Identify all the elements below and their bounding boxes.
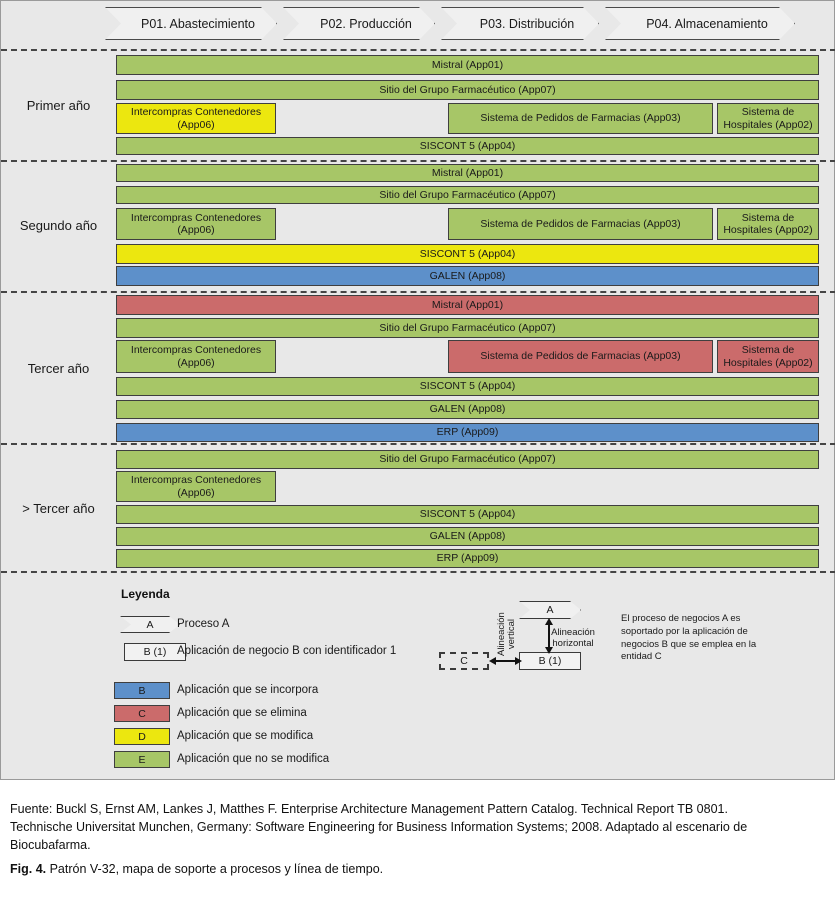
application-bar[interactable]: Sistema de Hospitales (App02) xyxy=(717,103,819,134)
application-bar[interactable]: Sistema de Pedidos de Farmacias (App03) xyxy=(448,340,713,373)
figure-caption: Fig. 4. Patrón V-32, mapa de soporte a p… xyxy=(10,862,383,876)
application-bar[interactable]: Intercompras Contenedores (App06) xyxy=(116,340,276,373)
process-chevron-1[interactable]: P01. Abastecimiento xyxy=(105,7,277,40)
application-bar[interactable]: Sistema de Pedidos de Farmacias (App03) xyxy=(448,208,713,240)
source-text: Fuente: Buckl S, Ernst AM, Lankes J, Mat… xyxy=(10,802,748,853)
legend-label-e: Aplicación que no se modifica xyxy=(177,753,330,765)
application-bar[interactable]: Sitio del Grupo Farmacéutico (App07) xyxy=(116,80,819,100)
process-chevron-2[interactable]: P02. Producción xyxy=(283,7,435,40)
application-bar[interactable]: ERP (App09) xyxy=(116,423,819,442)
process-chevron-4[interactable]: P04. Almacenamiento xyxy=(605,7,795,40)
legend-swatch-e: E xyxy=(114,751,170,768)
legend-horizontal-arrow-icon xyxy=(489,657,522,665)
legend-diagram-application: B (1) xyxy=(519,652,581,670)
application-bar[interactable]: SISCONT 5 (App04) xyxy=(116,137,819,155)
legend-process-label: Proceso A xyxy=(177,618,230,630)
year-label-2: Segundo año xyxy=(19,218,98,233)
row-separator-2 xyxy=(1,160,835,162)
application-bar[interactable]: Sistema de Hospitales (App02) xyxy=(717,208,819,240)
application-bar[interactable]: Mistral (App01) xyxy=(116,164,819,182)
row-separator-4 xyxy=(1,443,835,445)
application-bar[interactable]: Intercompras Contenedores (App06) xyxy=(116,208,276,240)
year-label-4: > Tercer año xyxy=(22,501,95,516)
application-bar[interactable]: Sitio del Grupo Farmacéutico (App07) xyxy=(116,186,819,204)
legend-process-symbol: A xyxy=(120,616,180,633)
legend-label-d: Aplicación que se modifica xyxy=(177,730,314,742)
legend-application-symbol: B (1) xyxy=(124,643,186,661)
legend-diagram-process: A xyxy=(519,601,581,619)
legend-note: El proceso de negocios A es soportado po… xyxy=(621,613,757,663)
legend-application-label: Aplicación de negocio B con identificado… xyxy=(177,645,397,657)
application-bar[interactable]: SISCONT 5 (App04) xyxy=(116,505,819,524)
application-bar[interactable]: Intercompras Contenedores (App06) xyxy=(116,103,276,134)
legend-swatch-b: B xyxy=(114,682,170,699)
year-label-1: Primer año xyxy=(26,98,91,113)
figure-caption-text: Patrón V-32, mapa de soporte a procesos … xyxy=(46,862,384,876)
row-separator-1 xyxy=(1,49,835,51)
row-separator-3 xyxy=(1,291,835,293)
application-bar[interactable]: Mistral (App01) xyxy=(116,295,819,315)
legend-label-c: Aplicación que se elimina xyxy=(177,707,307,719)
application-bar[interactable]: Mistral (App01) xyxy=(116,55,819,75)
figure-number: Fig. 4. xyxy=(10,862,47,876)
legend-title: Leyenda xyxy=(121,587,170,601)
application-bar[interactable]: ERP (App09) xyxy=(116,549,819,568)
application-bar[interactable]: Sitio del Grupo Farmacéutico (App07) xyxy=(116,318,819,338)
application-bar[interactable]: Sistema de Hospitales (App02) xyxy=(717,340,819,373)
application-bar[interactable]: GALEN (App08) xyxy=(116,266,819,286)
application-bar[interactable]: SISCONT 5 (App04) xyxy=(116,377,819,396)
application-bar[interactable]: GALEN (App08) xyxy=(116,400,819,419)
year-label-3: Tercer año xyxy=(27,361,90,376)
legend-diagram-entity: C xyxy=(439,652,489,670)
legend-swatch-d: D xyxy=(114,728,170,745)
legend-swatch-c: C xyxy=(114,705,170,722)
application-bar[interactable]: Sitio del Grupo Farmacéutico (App07) xyxy=(116,450,819,469)
legend-vertical-arrow-icon xyxy=(545,618,553,654)
legend-separator xyxy=(1,571,835,573)
application-bar[interactable]: Intercompras Contenedores (App06) xyxy=(116,471,276,502)
application-bar[interactable]: SISCONT 5 (App04) xyxy=(116,244,819,264)
legend-label-b: Aplicación que se incorpora xyxy=(177,684,319,696)
process-chevron-3[interactable]: P03. Distribución xyxy=(441,7,599,40)
application-bar[interactable]: GALEN (App08) xyxy=(116,527,819,546)
application-bar[interactable]: Sistema de Pedidos de Farmacias (App03) xyxy=(448,103,713,134)
